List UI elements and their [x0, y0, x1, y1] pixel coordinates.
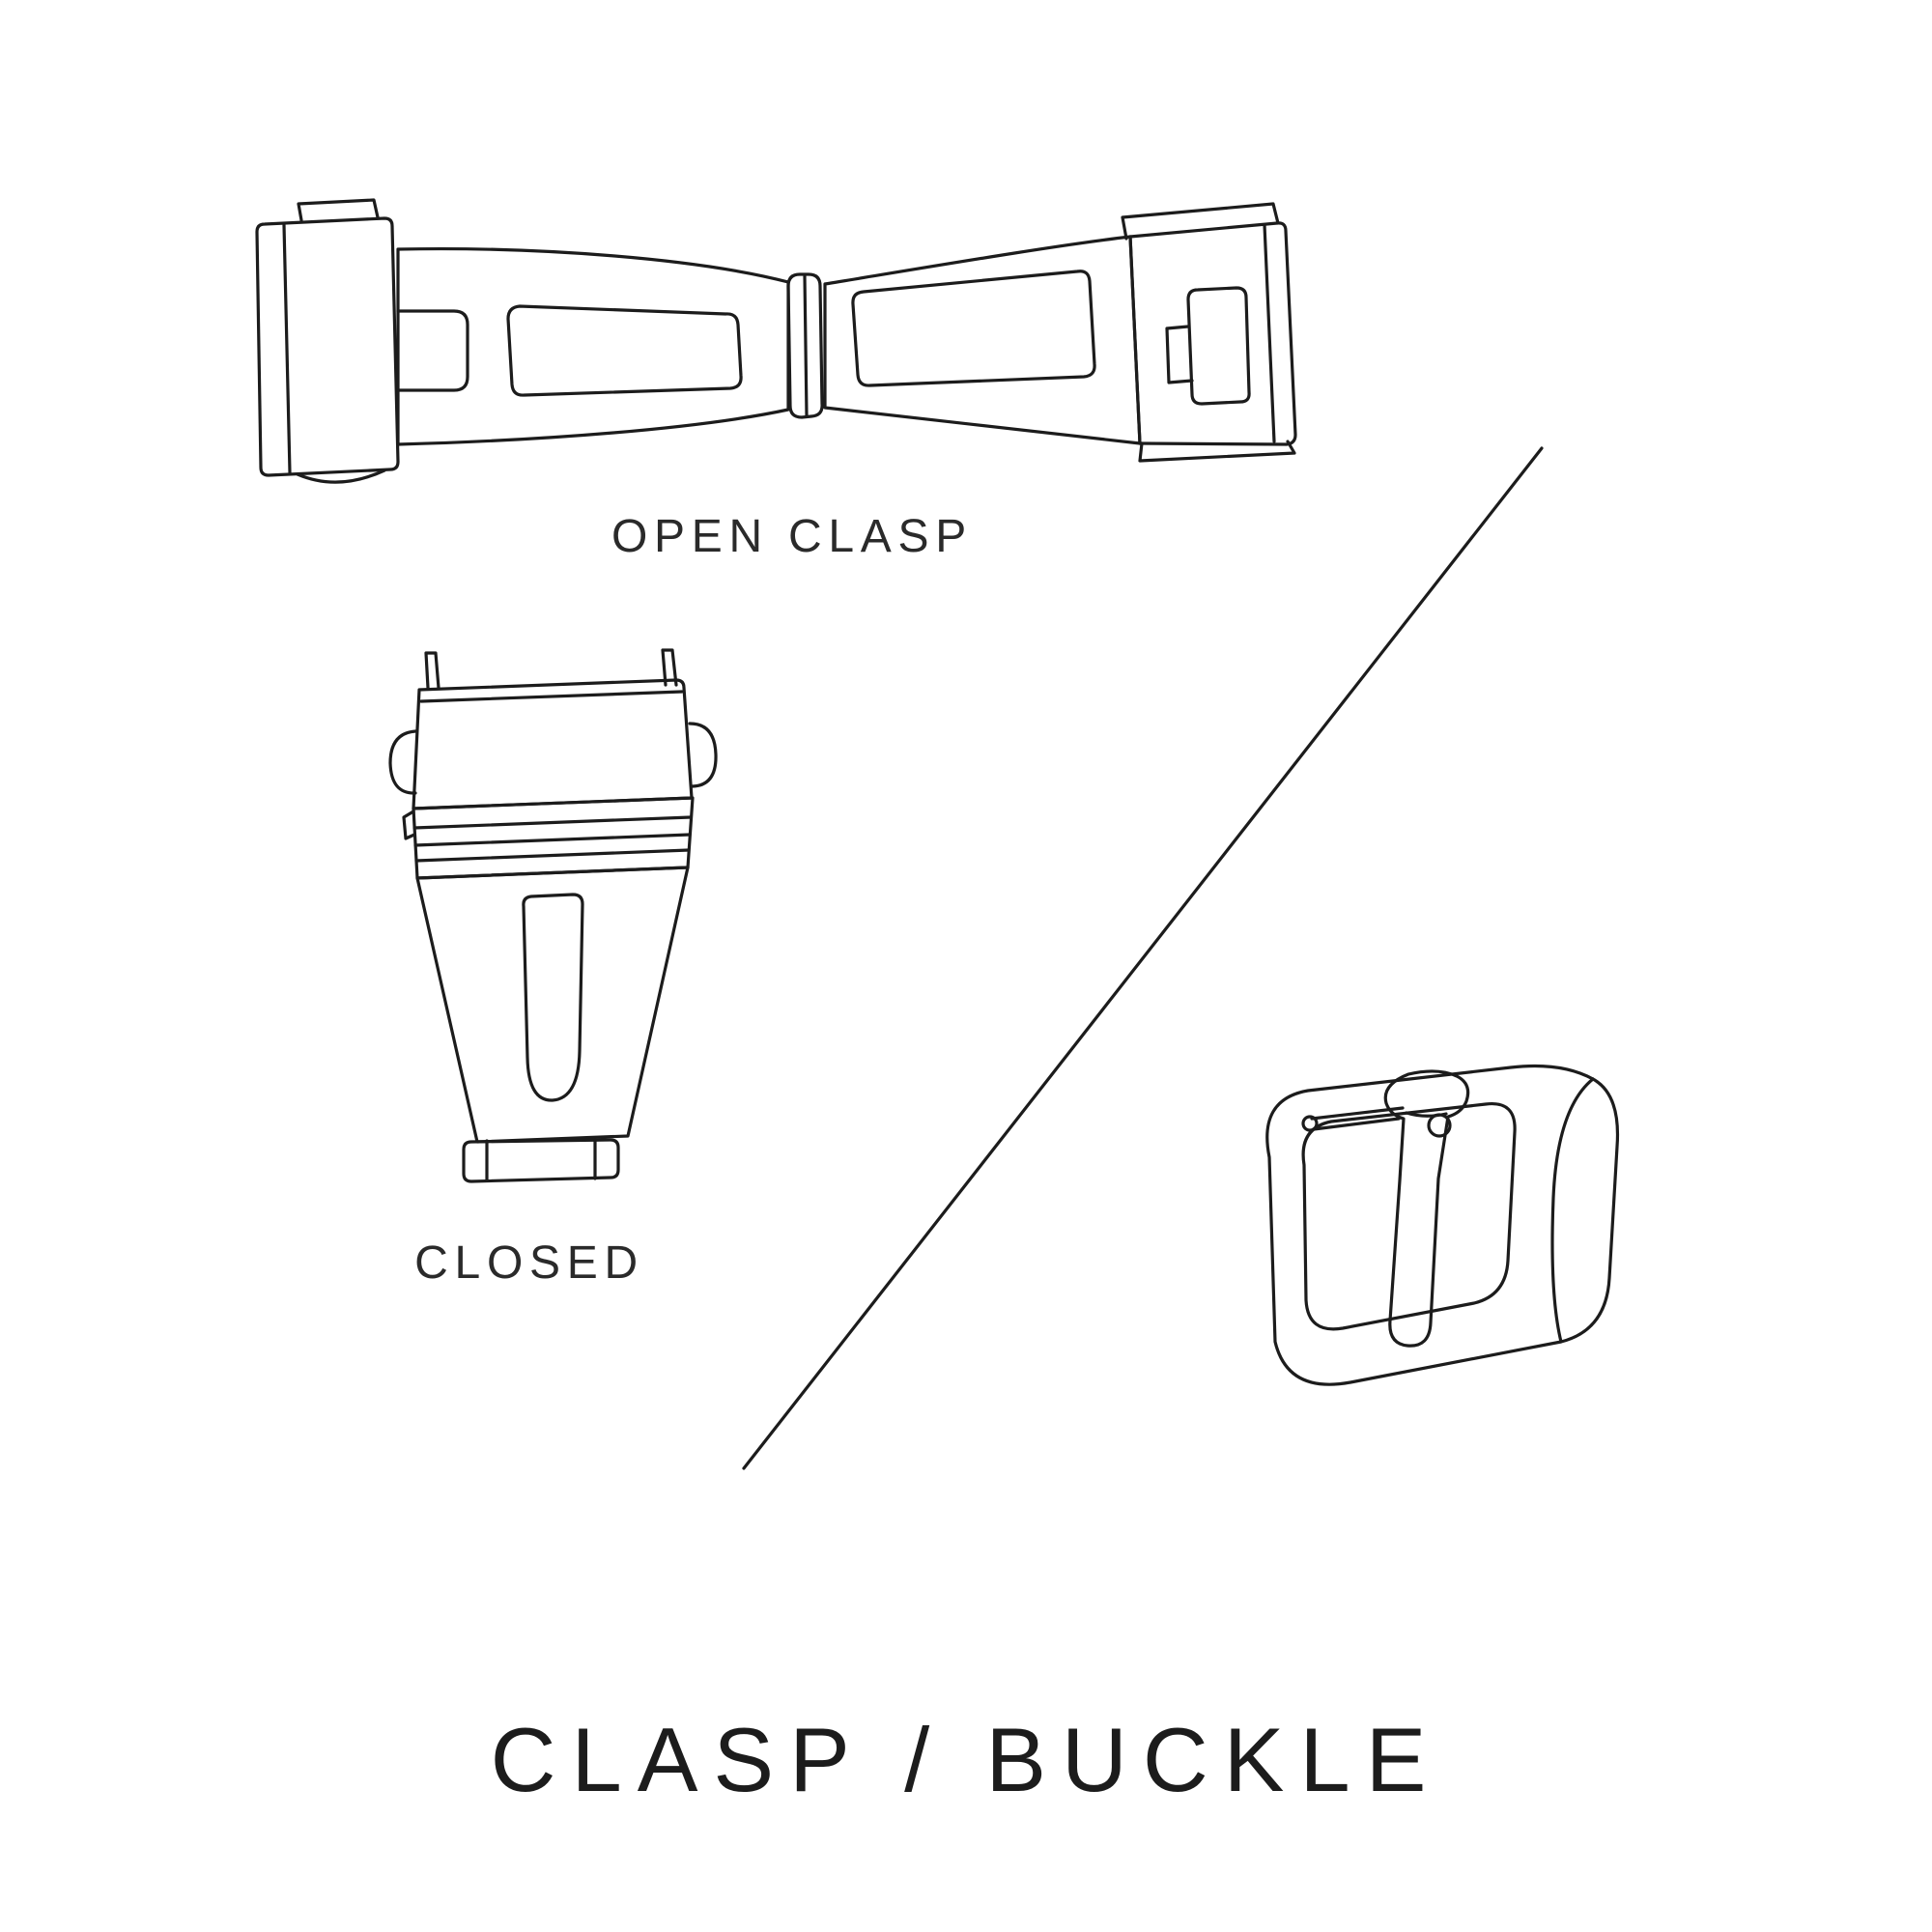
buckle-illustration: [1265, 1064, 1620, 1386]
open-clasp-illustration: [255, 198, 1297, 484]
open-clasp-label: OPEN CLASP: [611, 511, 973, 562]
closed-clasp-label: CLOSED: [414, 1237, 644, 1289]
closed-clasp-illustration: [388, 648, 718, 1183]
divider-line: [742, 446, 1544, 1470]
diagram-title: CLASP / BUCKLE: [490, 1709, 1442, 1810]
